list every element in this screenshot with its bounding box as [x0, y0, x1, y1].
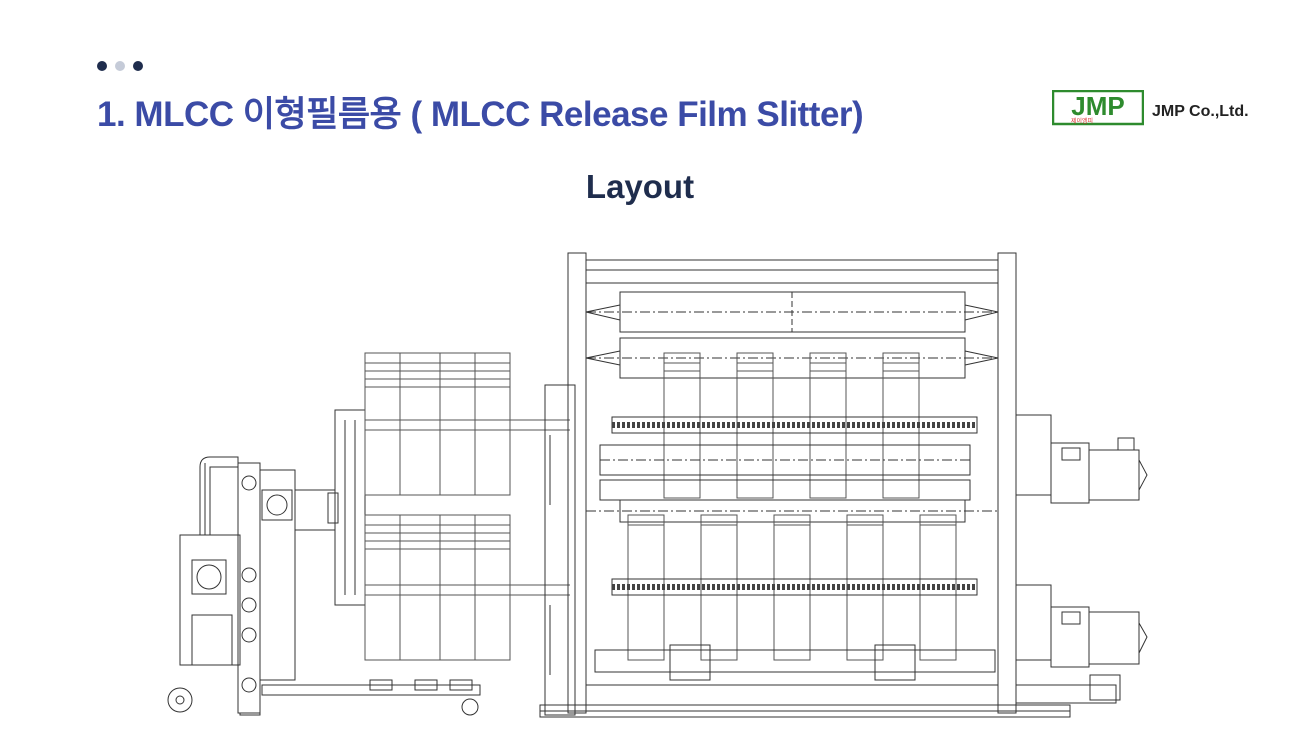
bottom-trolleys: [585, 644, 999, 706]
unwind-rolls: [364, 352, 570, 661]
unwind-disc: [334, 409, 366, 606]
jmp-logo-mark-icon: JMP 제이엠피: [1052, 90, 1144, 126]
slide-dots: [97, 61, 143, 71]
company-name: JMP Co.,Ltd.: [1152, 103, 1249, 120]
machine-layout-drawing: [167, 252, 1148, 718]
page-title: 1. MLCC 이형필름용 ( MLCC Release Film Slitte…: [97, 95, 864, 134]
logo-mark-text: JMP: [1071, 91, 1124, 121]
knife-shafts: [599, 416, 978, 596]
dot-2: [115, 61, 125, 71]
unwind-stand: [167, 456, 481, 716]
logo-mark-sub: 제이엠피: [1071, 117, 1093, 125]
company-logo: JMP 제이엠피 JMP Co.,Ltd.: [1052, 90, 1249, 126]
guide-rollers: [585, 291, 999, 523]
drive-motors: [1015, 414, 1148, 704]
dot-1: [97, 61, 107, 71]
dot-3: [133, 61, 143, 71]
section-title: Layout: [585, 168, 695, 205]
slit-rolls: [627, 352, 957, 661]
